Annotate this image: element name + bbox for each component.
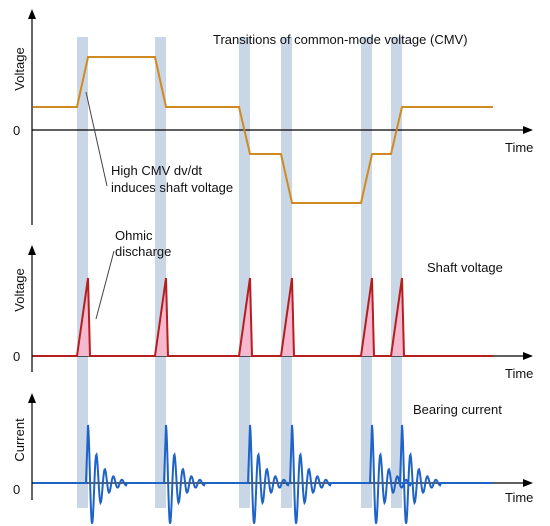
band [155,37,166,508]
current-title: Bearing current [413,402,502,417]
cmv-x-arrowhead [523,126,533,134]
current-zero-label: 0 [13,482,20,497]
band [239,37,250,508]
cmv-y-arrowhead [28,9,36,19]
shaft-zero-label: 0 [13,349,20,364]
cmv-x-label: Time [505,140,533,155]
dvdt-annotation-line1: High CMV dv/dt [111,163,202,178]
ohmic-leader-line [95,250,115,320]
band [361,37,372,508]
transition-bands [77,37,402,508]
cmv-y-label: Voltage [12,47,27,90]
current-panel: Current 0 Time Bearing current [12,393,533,524]
band [391,37,402,508]
current-y-arrowhead [28,393,36,403]
shaft-x-arrowhead [523,352,533,360]
cmv-panel: Voltage 0 Time Transitions of common-mod… [12,9,533,225]
cmv-waveform [33,56,493,204]
cmv-zero-label: 0 [13,123,20,138]
ohmic-annotation-line1: Ohmic [115,228,153,243]
shaft-y-arrowhead [28,245,36,255]
current-waveform [33,424,493,524]
cmv-title: Transitions of common-mode voltage (CMV) [213,32,468,47]
band [77,37,88,508]
dvdt-annotation-line2: induces shaft voltage [111,180,233,195]
shaft-waveform [33,277,493,357]
current-x-label: Time [505,490,533,505]
shaft-title: Shaft voltage [427,260,503,275]
shaft-y-label: Voltage [12,268,27,311]
shaft-panel: Voltage 0 Time Shaft voltage Ohmic disch… [12,228,533,381]
band [281,37,292,508]
shaft-x-label: Time [505,366,533,381]
ohmic-annotation-line2: discharge [115,244,171,259]
current-x-arrowhead [523,479,533,487]
dvdt-leader-line [85,91,108,187]
current-waveforms [33,424,493,524]
current-y-label: Current [12,418,27,462]
